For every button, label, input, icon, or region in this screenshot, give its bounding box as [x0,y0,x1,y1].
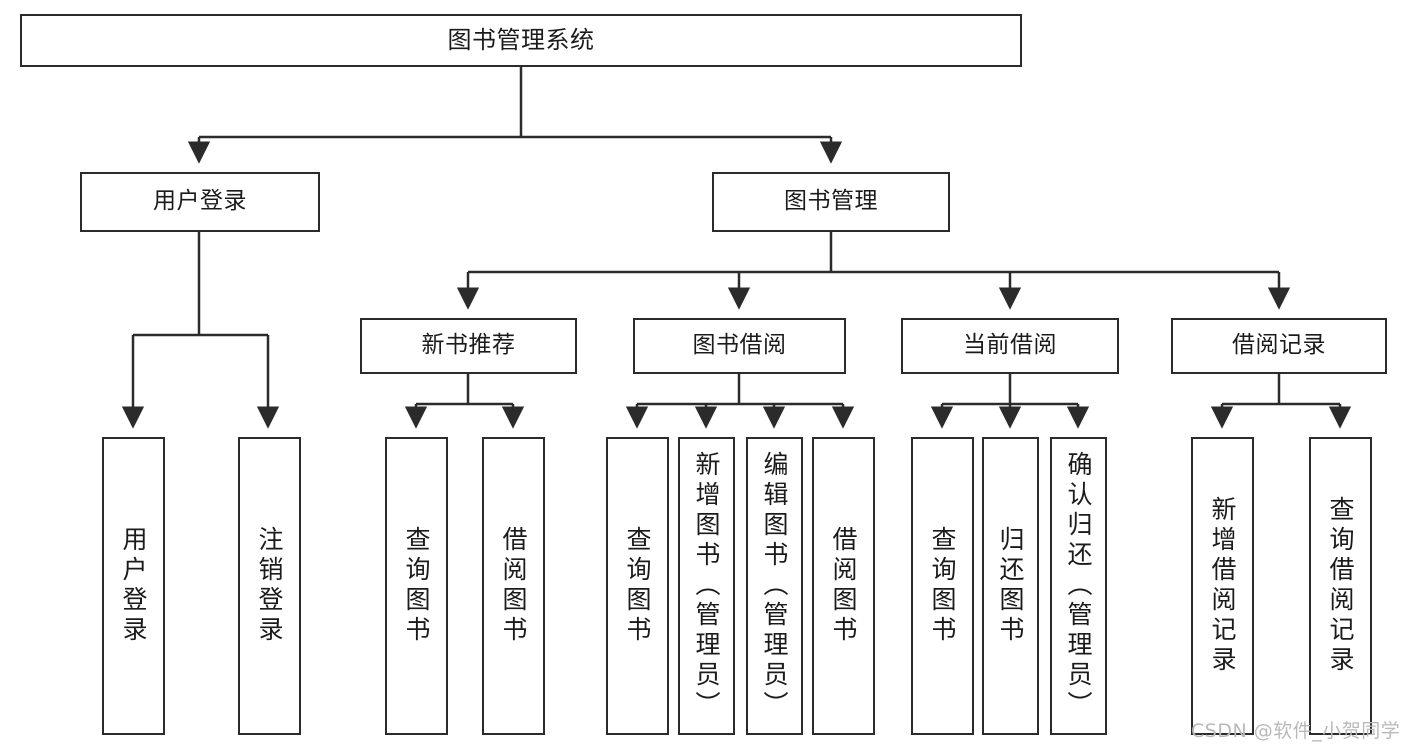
csdn-watermark: CSDN @软件_小贺同学 [1191,720,1401,742]
node-leaf-add-book[interactable]: 新增图书（管理员） [678,437,735,735]
node-current-borrow-label: 当前借阅 [963,332,1057,359]
node-root-label: 图书管理系统 [447,26,595,55]
node-leaf-edit-book[interactable]: 编辑图书（管理员） [746,437,803,735]
node-leaf-query-book-2-label: 查询图书 [623,526,652,646]
node-leaf-query-book-3[interactable]: 查询图书 [911,437,974,735]
node-new-book-recommend-label: 新书推荐 [421,332,516,359]
node-leaf-edit-book-label: 编辑图书（管理员） [760,451,789,721]
node-leaf-borrow-book-1-label: 借阅图书 [499,526,528,646]
node-book-management-label: 图书管理 [784,188,878,215]
node-leaf-confirm-return-label: 确认归还（管理员） [1064,451,1093,721]
node-borrow-record-label: 借阅记录 [1232,332,1326,359]
node-book-management[interactable]: 图书管理 [712,172,950,232]
node-leaf-query-book-1-label: 查询图书 [402,526,431,646]
node-user-login[interactable]: 用户登录 [80,172,320,232]
node-leaf-add-record[interactable]: 新增借阅记录 [1191,437,1254,735]
node-user-login-label: 用户登录 [153,188,247,215]
node-leaf-borrow-book-1[interactable]: 借阅图书 [482,437,545,735]
node-book-borrow[interactable]: 图书借阅 [633,318,846,374]
node-leaf-return-book-label: 归还图书 [996,526,1025,646]
node-leaf-user-login-label: 用户登录 [119,526,148,646]
node-leaf-query-book-2[interactable]: 查询图书 [606,437,669,735]
node-root[interactable]: 图书管理系统 [20,14,1022,67]
node-current-borrow[interactable]: 当前借阅 [901,318,1119,374]
node-leaf-query-book-3-label: 查询图书 [928,526,957,646]
node-book-borrow-label: 图书借阅 [692,332,787,359]
node-leaf-confirm-return[interactable]: 确认归还（管理员） [1050,437,1107,735]
node-leaf-query-book-1[interactable]: 查询图书 [385,437,448,735]
node-leaf-borrow-book-2[interactable]: 借阅图书 [812,437,875,735]
node-leaf-query-record[interactable]: 查询借阅记录 [1309,437,1372,735]
node-leaf-user-login[interactable]: 用户登录 [102,437,165,735]
node-borrow-record[interactable]: 借阅记录 [1171,318,1387,374]
node-leaf-return-book[interactable]: 归还图书 [982,437,1039,735]
node-new-book-recommend[interactable]: 新书推荐 [360,318,577,374]
node-leaf-logout-label: 注销登录 [255,526,284,646]
node-leaf-borrow-book-2-label: 借阅图书 [829,526,858,646]
node-leaf-add-record-label: 新增借阅记录 [1208,496,1237,676]
node-leaf-add-book-label: 新增图书（管理员） [692,451,721,721]
node-leaf-query-record-label: 查询借阅记录 [1326,496,1355,676]
node-leaf-logout[interactable]: 注销登录 [238,437,301,735]
